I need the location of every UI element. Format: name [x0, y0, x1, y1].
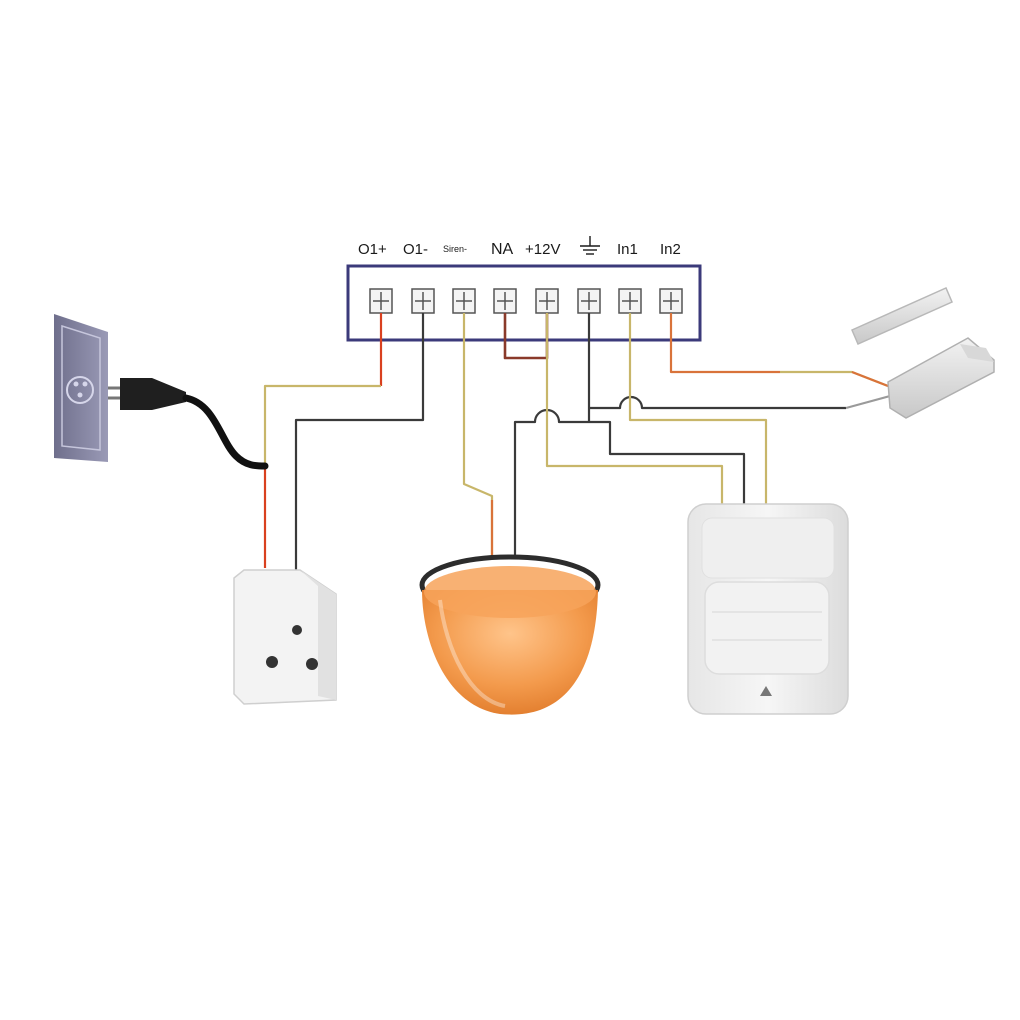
terminal-screw-icon	[369, 288, 393, 314]
terminal-screw-icon	[411, 288, 435, 314]
wire-siren-ground	[513, 408, 589, 556]
terminal-label-in2: In2	[660, 241, 681, 258]
wire-siren-minus	[462, 313, 494, 556]
pir-motion-sensor-icon	[687, 503, 849, 715]
terminal-label-in1: In1	[617, 241, 638, 258]
wires	[263, 313, 891, 570]
terminal-screw-icon	[493, 288, 517, 314]
relay-socket-icon	[233, 569, 337, 705]
wire-o1-minus	[294, 313, 425, 570]
ground-symbol-icon	[580, 236, 600, 255]
wire-o1-plus-lead	[263, 384, 381, 466]
terminal-screw-icon	[659, 288, 683, 314]
terminal-screw-icon	[618, 288, 642, 314]
wire-in1-pir	[628, 313, 768, 505]
wire-in2-door-end	[851, 370, 889, 388]
terminal-block	[346, 264, 702, 342]
terminal-screws	[369, 288, 683, 314]
magnetic-door-contact-icon	[851, 287, 995, 419]
wire-in2-door	[669, 313, 780, 374]
terminal-screw-icon	[535, 288, 559, 314]
terminal-screw-icon	[577, 288, 601, 314]
terminal-label-plus-12v: +12V	[525, 241, 560, 258]
power-plug-icon	[108, 378, 269, 470]
terminal-labels: O1+ O1- Siren- NA +12V In1 In2	[358, 236, 681, 258]
terminal-label-siren-minus: Siren-	[443, 244, 467, 254]
wall-outlet-icon	[54, 314, 108, 462]
terminal-label-o1-plus: O1+	[358, 241, 387, 258]
wire-ground-door-end	[845, 394, 891, 410]
wire-ground-pir	[589, 420, 746, 505]
terminal-label-na: NA	[491, 241, 514, 258]
terminal-label-o1-minus: O1-	[403, 241, 428, 258]
wire-plus-12v-pir	[545, 313, 724, 505]
terminal-screw-icon	[452, 288, 476, 314]
wire-ground-door	[589, 395, 846, 410]
strobe-siren-icon	[419, 554, 601, 715]
